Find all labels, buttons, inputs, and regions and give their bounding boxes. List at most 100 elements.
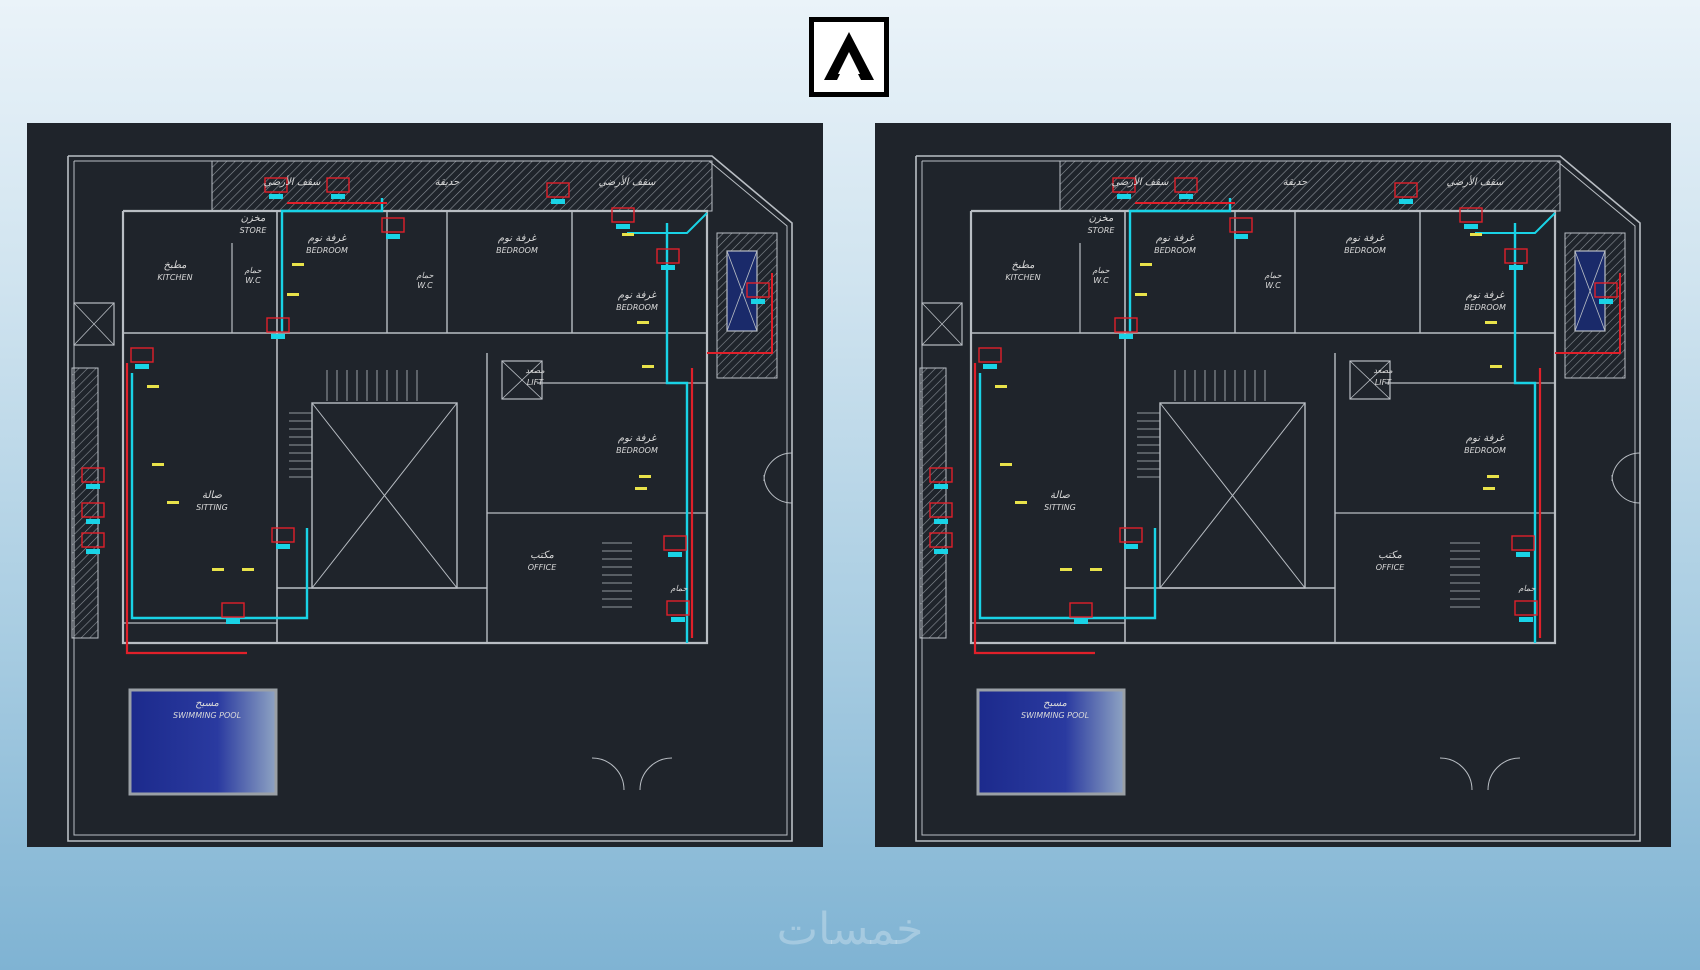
ac-unit-tag	[1117, 194, 1131, 199]
ac-unit	[271, 527, 295, 543]
ac-grille	[147, 385, 159, 388]
building-outline	[969, 209, 1557, 645]
swimming-pool	[976, 688, 1126, 796]
ac-unit-tag	[983, 364, 997, 369]
ac-unit-tag	[226, 619, 240, 624]
ac-grille	[1090, 568, 1102, 571]
ac-unit	[1119, 527, 1143, 543]
ac-grille	[639, 475, 651, 478]
ac-pipe-red	[125, 363, 247, 655]
wall-line	[921, 302, 963, 346]
wc-label-en: W.C	[245, 276, 261, 285]
ac-grille	[1485, 321, 1497, 324]
gate-arc	[591, 757, 673, 791]
pool-label-ar: مسبح	[1043, 698, 1067, 709]
ac-grille	[1000, 463, 1012, 466]
sitting-label-ar: صالة	[202, 490, 222, 501]
bedroom-label-ar: غرفة نوم	[1346, 233, 1385, 244]
ac-unit-tag	[386, 234, 400, 239]
ac-unit	[326, 177, 350, 193]
ac-grille	[642, 365, 654, 368]
ac-pipe-red	[973, 363, 1095, 655]
office-label-ar: مكتب	[530, 550, 554, 561]
ac-unit	[1394, 182, 1418, 198]
kitchen-label-en: KITCHEN	[157, 273, 192, 282]
ac-grille	[152, 463, 164, 466]
ac-unit	[1594, 282, 1618, 298]
ac-grille	[287, 293, 299, 296]
lift-label-ar: مصعد	[525, 366, 545, 375]
ac-unit-tag	[269, 194, 283, 199]
ac-grille	[995, 385, 1007, 388]
wc-label-ar: حمام	[1093, 266, 1110, 275]
ac-pipe-cyan	[1475, 212, 1556, 234]
ac-unit-tag	[1179, 194, 1193, 199]
wc-label-ar: حمام	[671, 584, 688, 593]
ac-unit	[81, 502, 105, 518]
bedroom-label-en: BEDROOM	[1344, 246, 1386, 255]
gate-arc	[763, 452, 793, 504]
garden-label-ar: حديقة	[435, 177, 460, 188]
ac-unit-tag	[934, 519, 948, 524]
wall-line	[1574, 250, 1606, 332]
bedroom-label-ar: غرفة نوم	[1156, 233, 1195, 244]
ac-unit-tag	[934, 484, 948, 489]
ac-grille	[1483, 487, 1495, 490]
ac-unit-tag	[331, 194, 345, 199]
ac-unit	[1229, 217, 1253, 233]
ac-unit	[1511, 535, 1535, 551]
ac-unit-tag	[1124, 544, 1138, 549]
roof-label-ar: سقف الأرضي	[598, 175, 656, 188]
ac-pipe-cyan	[978, 373, 1157, 620]
ac-unit	[81, 532, 105, 548]
ac-unit-tag	[1599, 299, 1613, 304]
ac-unit-tag	[135, 364, 149, 369]
swimming-pool	[128, 688, 278, 796]
ac-grille	[1135, 293, 1147, 296]
ac-grille	[1015, 501, 1027, 504]
bedroom-label-en: BEDROOM	[616, 446, 658, 455]
wc-label-ar: حمام	[245, 266, 262, 275]
ac-unit-tag	[1516, 552, 1530, 557]
wall-line	[1159, 402, 1306, 589]
ac-unit-tag	[86, 519, 100, 524]
ac-unit-tag	[86, 549, 100, 554]
stair-void	[1159, 402, 1306, 589]
lift-shaft	[501, 360, 543, 400]
ac-grille	[167, 501, 179, 504]
ac-unit	[746, 282, 770, 298]
wall-line	[726, 250, 758, 332]
letter-a-logo-icon	[824, 32, 874, 80]
ac-unit	[381, 217, 405, 233]
bedroom-label-ar: غرفة نوم	[498, 233, 537, 244]
ac-pipe-cyan	[280, 198, 384, 333]
bedroom-label-ar: غرفة نوم	[618, 290, 657, 301]
office-label-en: OFFICE	[1376, 563, 1405, 572]
bedroom-label-en: BEDROOM	[1464, 303, 1506, 312]
wc-label-ar: حمام	[417, 271, 434, 280]
pool-label-en: SWIMMING POOL	[173, 711, 241, 720]
ac-unit-tag	[551, 199, 565, 204]
sitting-label-en: SITTING	[1044, 503, 1076, 512]
ac-unit	[1459, 207, 1483, 223]
wall-line	[1349, 360, 1391, 400]
ac-unit-tag	[276, 544, 290, 549]
ac-grille	[1140, 263, 1152, 266]
store-label-ar: مخزن	[1089, 213, 1114, 224]
bedroom-label-en: BEDROOM	[306, 246, 348, 255]
lift-label-en: LIFT	[527, 378, 544, 387]
ac-unit	[266, 317, 290, 333]
ac-unit	[1114, 317, 1138, 333]
watermark-text: خمسات	[776, 904, 924, 955]
brand-logo	[809, 17, 889, 97]
ac-unit-tag	[934, 549, 948, 554]
ac-grille	[292, 263, 304, 266]
lift-label-ar: مصعد	[1373, 366, 1393, 375]
ac-unit-tag	[1074, 619, 1088, 624]
ac-unit-tag	[661, 265, 675, 270]
store-label-en: STORE	[1088, 226, 1116, 235]
wc-label-en: W.C	[1265, 281, 1281, 290]
